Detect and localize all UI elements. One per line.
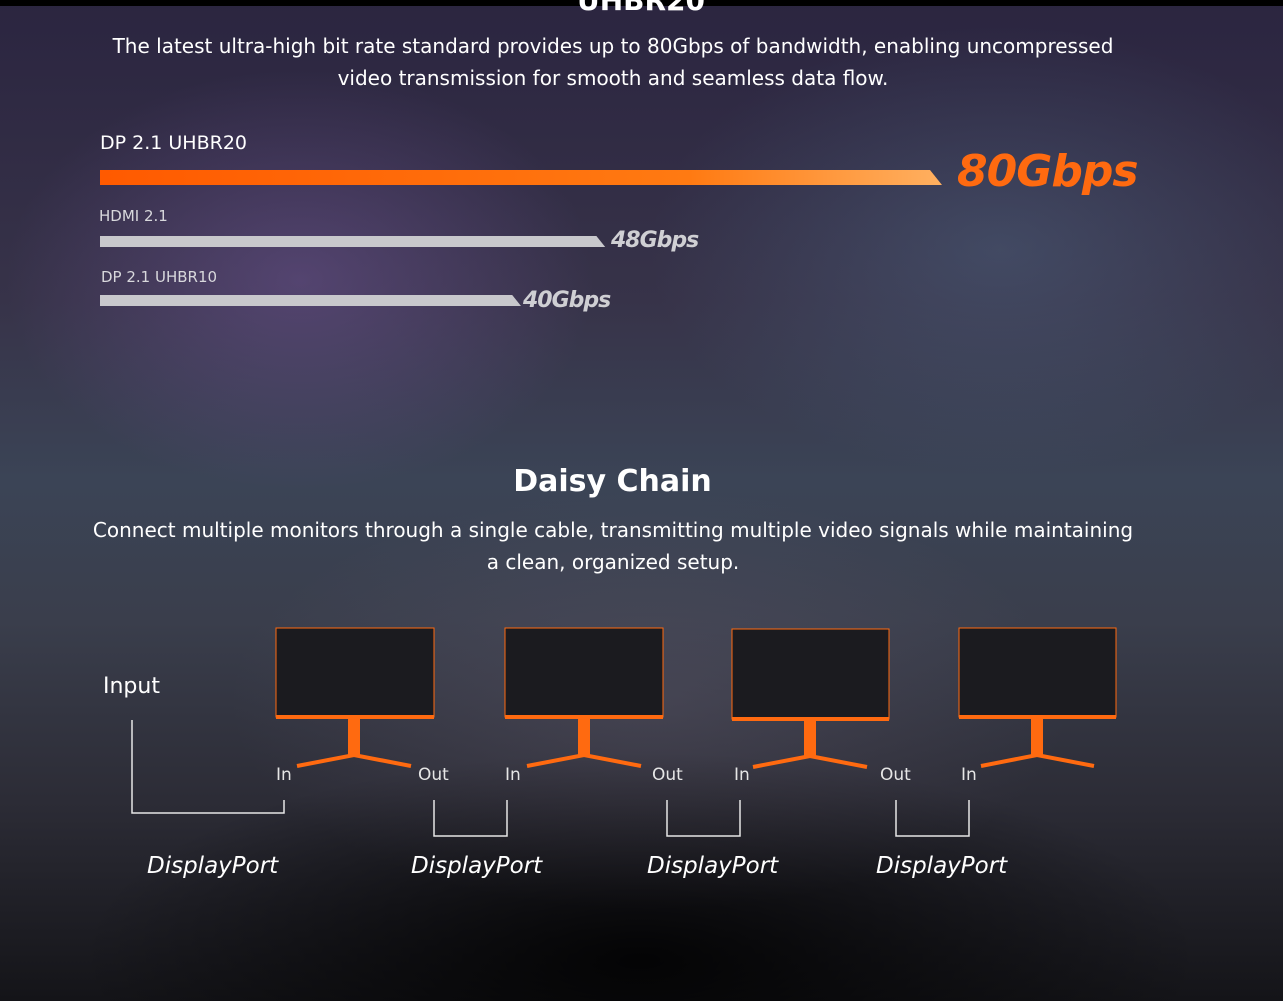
- cable-monitor-1-to-2: [433, 800, 508, 837]
- bandwidth-value-uhbr10: 40Gbps: [523, 288, 611, 313]
- cable-label-2: DisplayPort: [411, 853, 543, 879]
- daisy-chain-title: Daisy Chain: [513, 464, 712, 499]
- uhbr-description: The latest ultra-high bit rate standard …: [112, 34, 1114, 90]
- monitor-2-bezel: [505, 715, 663, 719]
- top-edge-strip: [0, 0, 1283, 6]
- monitor-2-base: [526, 752, 642, 768]
- monitor-3: [731, 628, 890, 769]
- port-label-monitor-1-out: Out: [418, 765, 449, 785]
- daisy-chain-description: Connect multiple monitors through a sing…: [92, 518, 1134, 574]
- bandwidth-value-uhbr20: 80Gbps: [957, 146, 1139, 197]
- monitor-2-screen: [504, 627, 664, 718]
- port-label-monitor-2-out: Out: [652, 765, 683, 785]
- port-label-monitor-4-in: In: [961, 765, 977, 785]
- port-label-monitor-3-in: In: [734, 765, 750, 785]
- monitor-4: [958, 627, 1117, 768]
- bandwidth-label-uhbr10: DP 2.1 UHBR10: [101, 268, 218, 286]
- monitor-1-base: [296, 752, 412, 768]
- monitor-1: [275, 627, 435, 768]
- bandwidth-label-hdmi21: HDMI 2.1: [99, 207, 168, 225]
- bandwidth-bar-uhbr20: [100, 170, 942, 185]
- input-label: Input: [103, 674, 160, 699]
- bandwidth-bar-hdmi21: [100, 236, 606, 247]
- bandwidth-bar-uhbr10: [100, 295, 521, 306]
- port-label-monitor-3-out: Out: [880, 765, 911, 785]
- monitor-3-base: [752, 753, 868, 769]
- monitor-2: [504, 627, 664, 768]
- monitor-2-stand: [578, 719, 590, 757]
- monitor-3-stand: [804, 721, 816, 758]
- monitor-4-bezel: [959, 715, 1116, 719]
- monitor-1-bezel: [276, 715, 434, 719]
- cable-label-3: DisplayPort: [647, 853, 779, 879]
- monitor-1-stand: [348, 719, 360, 757]
- monitor-3-bezel: [732, 717, 889, 721]
- cable-monitor-2-to-3: [666, 800, 741, 837]
- monitor-4-base: [980, 752, 1095, 768]
- monitor-3-screen: [731, 628, 890, 720]
- bandwidth-label-uhbr20: DP 2.1 UHBR20: [100, 132, 247, 154]
- monitor-1-screen: [275, 627, 435, 718]
- bandwidth-value-hdmi21: 48Gbps: [611, 228, 699, 253]
- cable-label-4: DisplayPort: [876, 853, 1008, 879]
- uhbr-section-heading-text: UHBR20: [577, 0, 705, 12]
- uhbr-section-heading: UHBR20: [541, 0, 741, 12]
- monitor-4-stand: [1031, 719, 1043, 757]
- port-label-monitor-1-in: In: [276, 765, 292, 785]
- monitor-4-screen: [958, 627, 1117, 718]
- cable-monitor-3-to-4: [895, 800, 970, 837]
- cable-label-1: DisplayPort: [147, 853, 279, 879]
- port-label-monitor-2-in: In: [505, 765, 521, 785]
- cable-input-to-monitor-1: [131, 720, 285, 814]
